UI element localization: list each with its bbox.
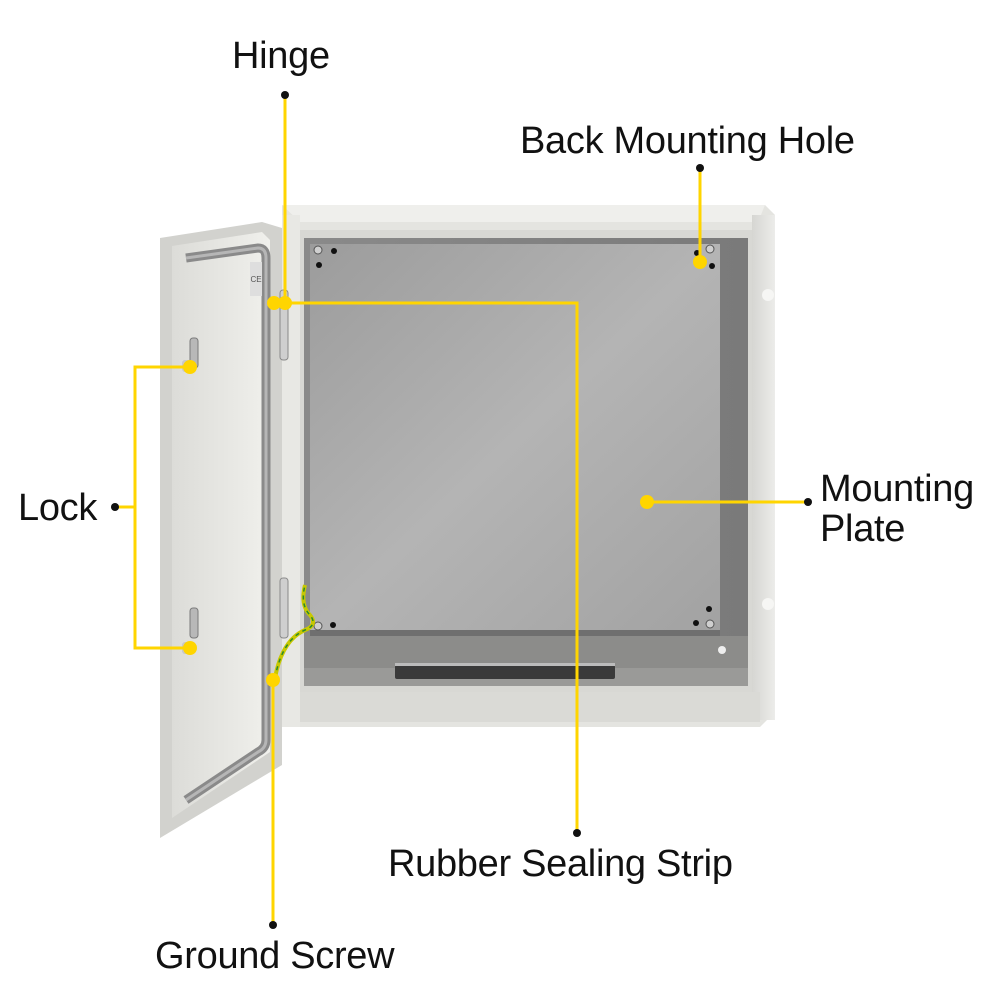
callout-lines	[115, 95, 808, 925]
door: CE	[160, 222, 316, 838]
lock-label: Lock	[18, 487, 98, 529]
back-mounting-hole-label: Back Mounting Hole	[520, 120, 855, 162]
mounting-plate-label-line2: Plate	[820, 508, 906, 550]
rubber-sealing-strip-label: Rubber Sealing Strip	[388, 843, 733, 885]
svg-text:CE: CE	[250, 275, 261, 284]
hinge-label: Hinge	[232, 35, 330, 77]
ground-screw-label: Ground Screw	[155, 935, 395, 977]
callout-terminal-dots	[111, 91, 812, 929]
mounting-plate	[310, 244, 720, 636]
callout-anchor-dots	[183, 255, 707, 687]
mounting-plate-label-line1: Mounting	[820, 468, 974, 510]
